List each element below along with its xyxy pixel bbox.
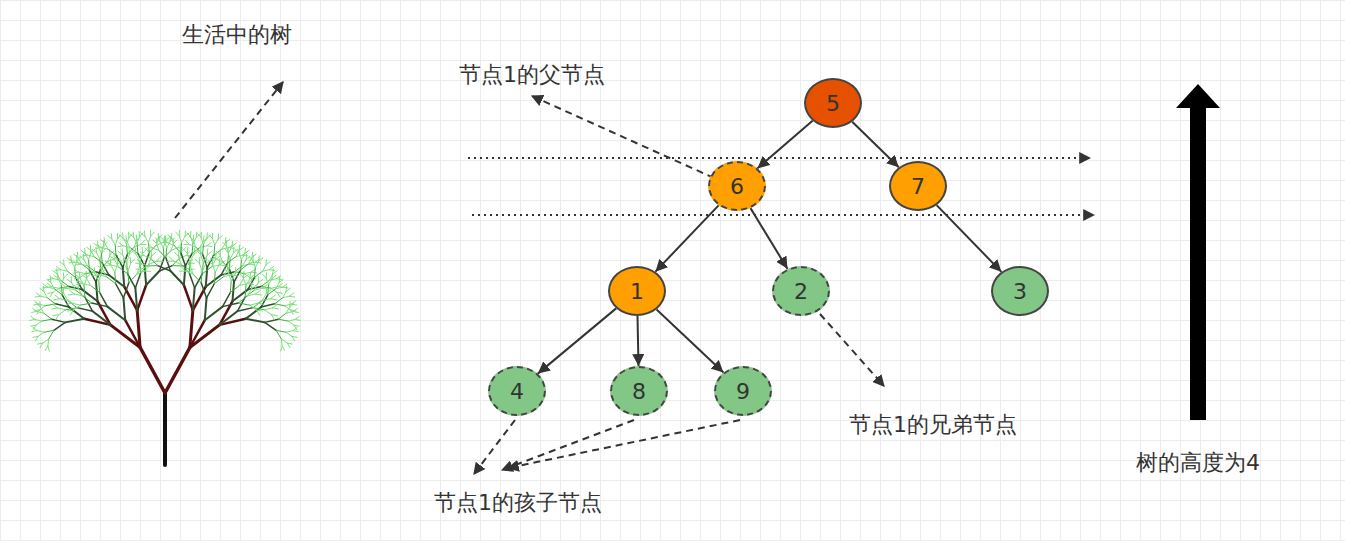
node-value: 8 [632, 379, 646, 404]
annotation-label: 生活中的树 [182, 20, 292, 50]
annotation-label: 节点1的孩子节点 [434, 488, 602, 518]
node-value: 4 [510, 379, 524, 404]
tree-edge [852, 122, 899, 168]
node-value: 9 [736, 379, 750, 404]
tree-node: 6 [708, 161, 766, 211]
tree-edge [538, 308, 616, 373]
leader-line [502, 420, 634, 470]
annotation-label: 节点1的父节点 [459, 60, 605, 90]
annotation-label: 树的高度为4 [1136, 448, 1260, 478]
tree-edge [757, 121, 812, 169]
node-value: 7 [911, 174, 925, 199]
tree-node: 3 [991, 266, 1049, 316]
tree-node: 4 [488, 366, 546, 416]
annotation-label: 节点1的兄弟节点 [849, 410, 1017, 440]
tree-node: 2 [772, 266, 830, 316]
tree-edge [657, 309, 724, 372]
tree-node: 5 [804, 78, 862, 128]
tree-node: 8 [610, 366, 668, 416]
leader-line [820, 314, 884, 386]
tree-edge [655, 205, 718, 271]
node-value: 2 [794, 279, 808, 304]
tree-node: 1 [608, 266, 666, 316]
tree-illustration [30, 231, 301, 465]
leader-line [532, 96, 714, 178]
leader-line [474, 420, 515, 474]
node-value: 3 [1013, 279, 1027, 304]
level-line [472, 214, 1094, 216]
leader-line [508, 420, 740, 468]
level-line [468, 157, 1090, 159]
tree-edge [638, 316, 639, 366]
tree-edge [937, 205, 1002, 272]
node-value: 5 [826, 91, 840, 116]
tree-node: 9 [714, 366, 772, 416]
leader-line [175, 82, 283, 218]
node-value: 1 [630, 279, 644, 304]
height-arrow [1176, 84, 1220, 420]
node-value: 6 [730, 174, 744, 199]
tree-node: 7 [889, 161, 947, 211]
tree-edge [750, 208, 787, 269]
